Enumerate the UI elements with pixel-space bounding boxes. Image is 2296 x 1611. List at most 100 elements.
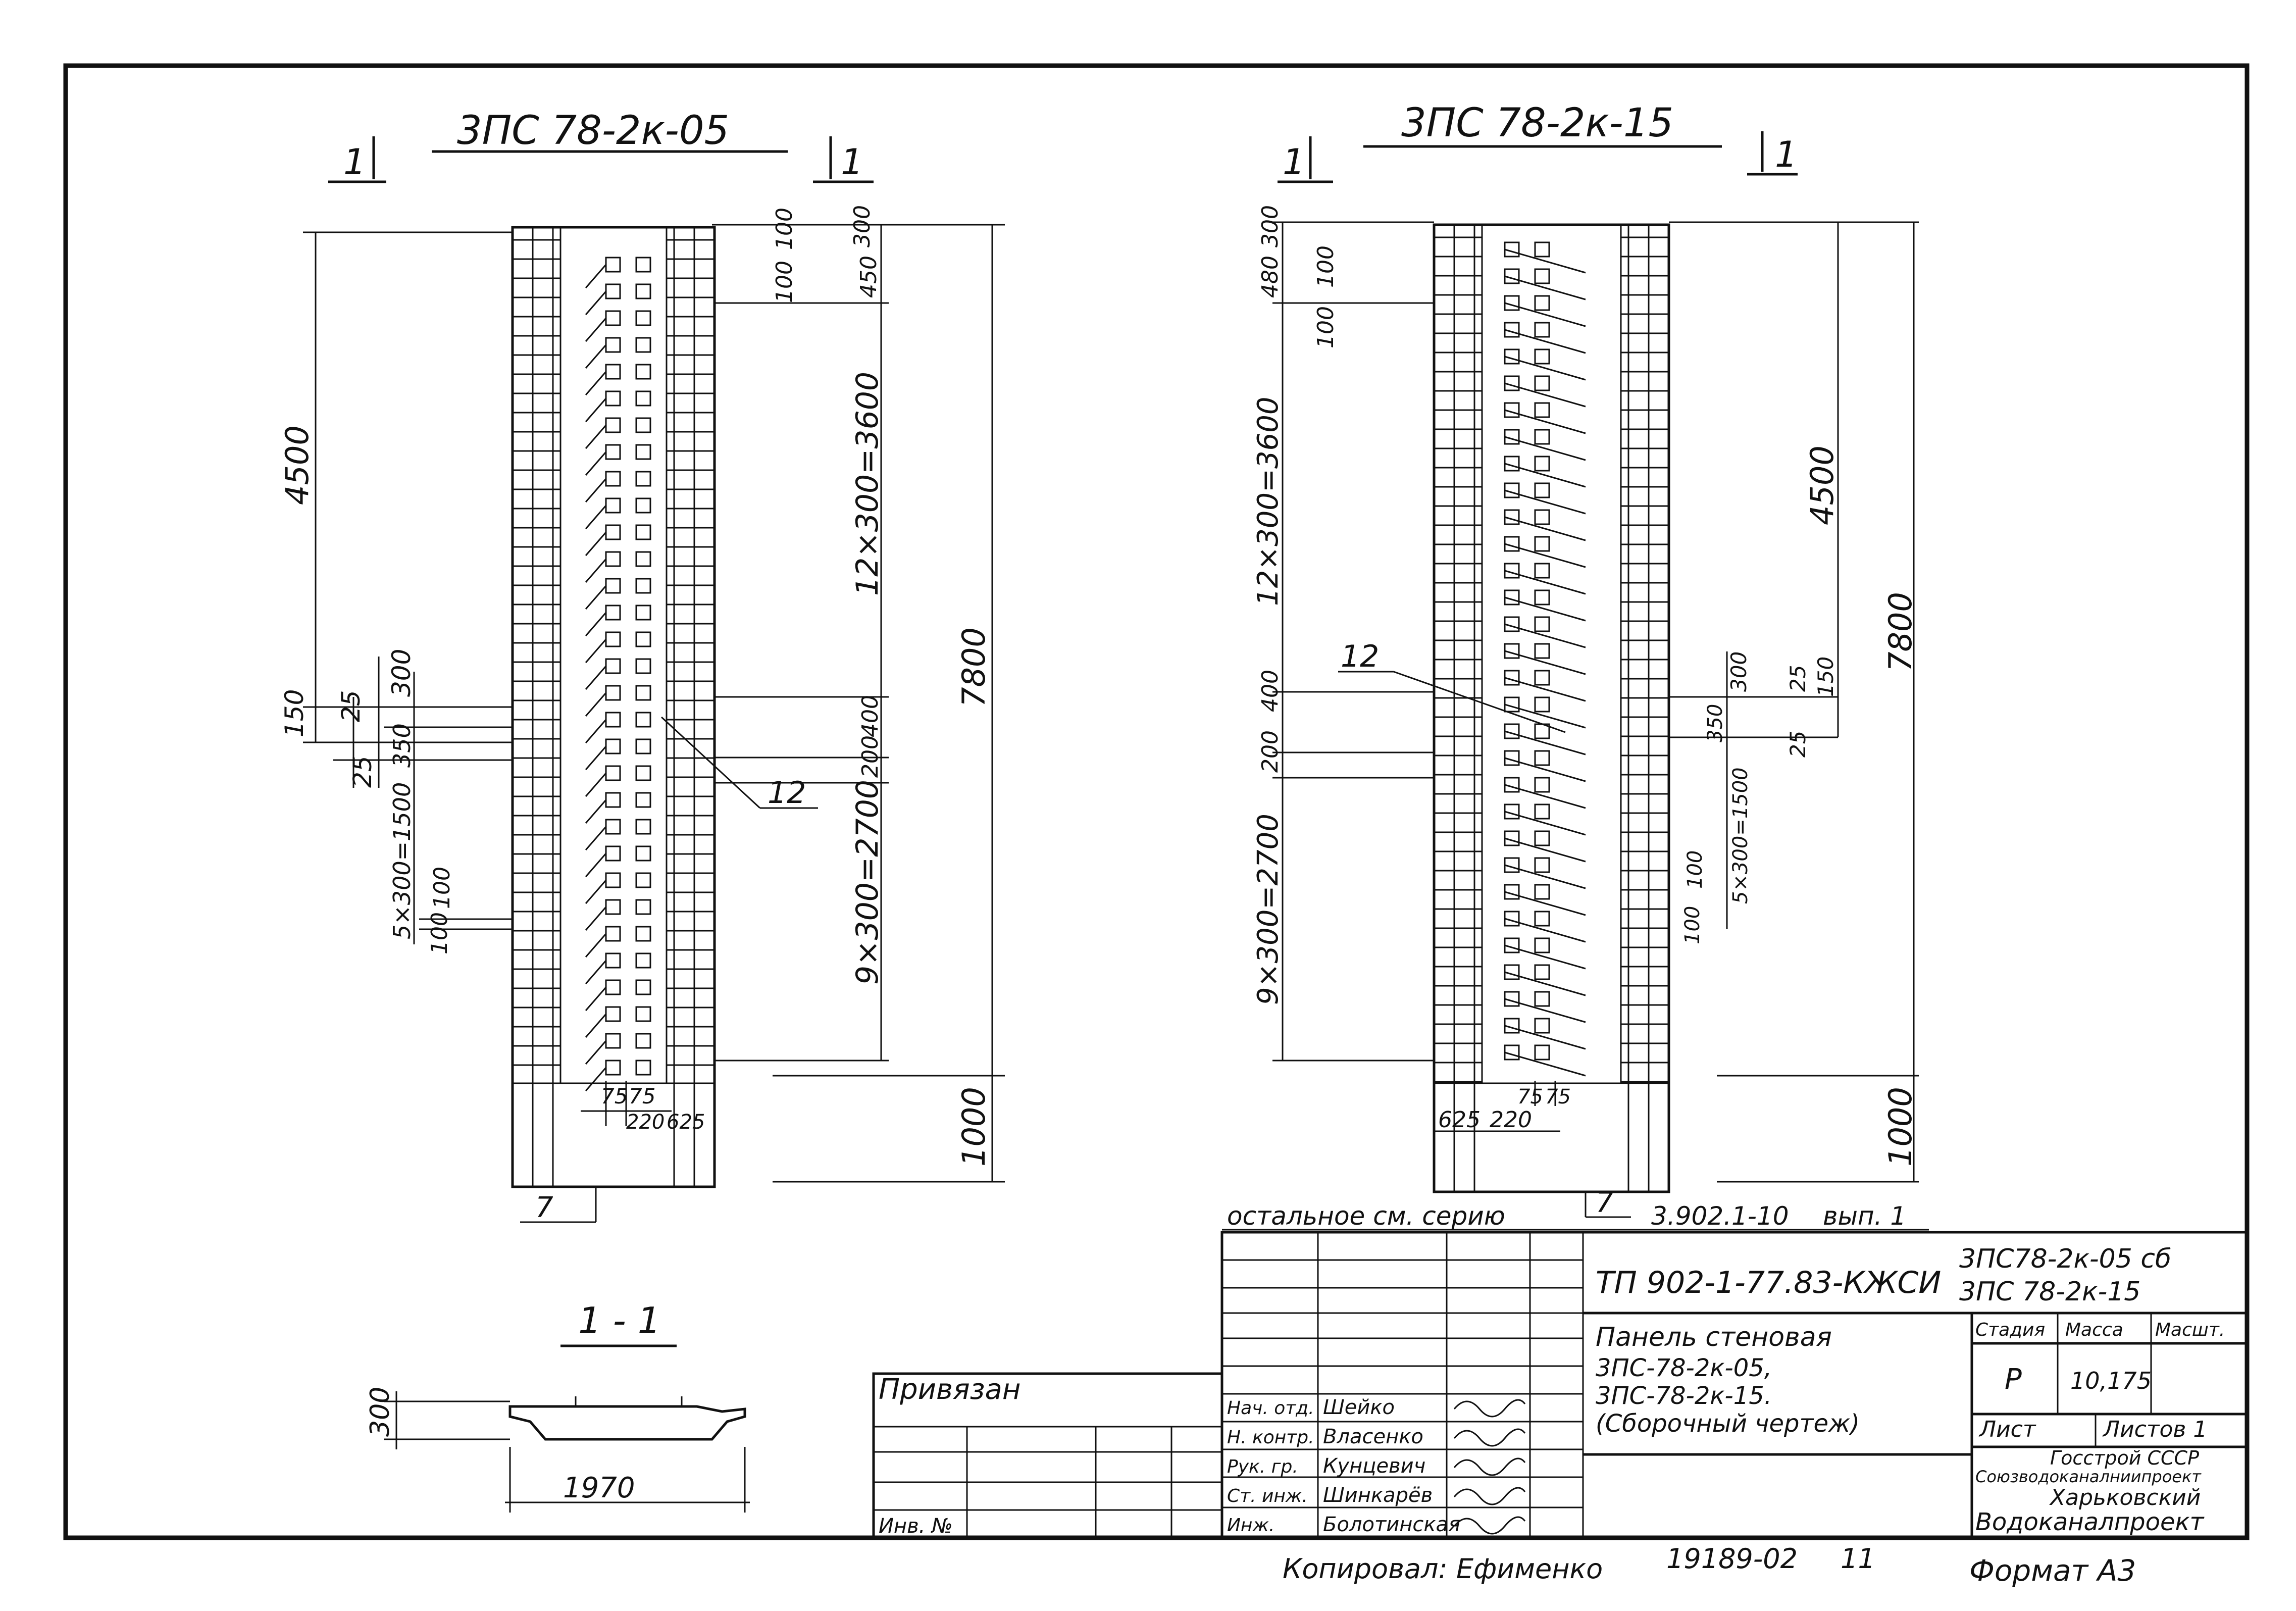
description-4: (Сборочный чертеж) xyxy=(1596,1409,1860,1438)
bar-box xyxy=(605,444,621,460)
bar-box xyxy=(605,819,621,835)
bar-box xyxy=(1534,696,1550,713)
sig-name: Болотинская xyxy=(1323,1513,1460,1536)
bar-link xyxy=(1504,463,1586,488)
right-ldim-200: 200 xyxy=(1257,730,1283,773)
right-ldim-12x300: 12×300=3600 xyxy=(1252,396,1285,606)
bar-box xyxy=(1534,991,1550,1007)
signature-mark xyxy=(1453,1457,1526,1476)
privyazan-label: Привязан xyxy=(879,1373,1021,1406)
left-bdim-625: 625 xyxy=(667,1111,705,1134)
right-bdim-220: 220 xyxy=(1490,1107,1532,1133)
bar-box xyxy=(1534,295,1550,311)
bar-box xyxy=(1504,509,1520,525)
bar-box xyxy=(635,444,651,460)
bar-link xyxy=(1504,944,1586,970)
bar-link xyxy=(1504,516,1586,541)
bar-box xyxy=(635,765,651,781)
bar-box xyxy=(635,899,651,915)
sig-name: Кунцевич xyxy=(1323,1454,1425,1478)
mass-header: Масса xyxy=(2065,1320,2123,1340)
left-bdim-220: 220 xyxy=(626,1111,665,1134)
bar-link xyxy=(585,291,607,315)
bar-box xyxy=(605,605,621,621)
left-rdim-450: 450 xyxy=(856,256,882,298)
bar-box xyxy=(1534,402,1550,418)
bar-link xyxy=(1504,918,1586,943)
right-ldim-300: 300 xyxy=(1257,205,1283,247)
bar-box xyxy=(1534,589,1550,606)
section-1-1: 1 - 1 300 1970 xyxy=(365,1299,750,1513)
left-rdim-9x300: 9×300=2700 xyxy=(850,780,885,985)
sheet-label: Лист xyxy=(1978,1417,2036,1442)
right-rdim-4500: 4500 xyxy=(1804,445,1841,525)
bar-box xyxy=(635,551,651,567)
left-dim-25a: 25 xyxy=(336,690,366,722)
bar-link xyxy=(1504,811,1586,836)
bar-link xyxy=(585,826,607,850)
bar-link xyxy=(1504,570,1586,595)
bar-link xyxy=(1504,757,1586,782)
bar-box xyxy=(1534,616,1550,632)
bar-box xyxy=(605,631,621,647)
bar-box xyxy=(635,685,651,701)
bar-box xyxy=(605,283,621,299)
bar-box xyxy=(605,310,621,326)
bar-box xyxy=(605,845,621,862)
footer: Копировал: Ефименко 19189-02 11 Формат А… xyxy=(1283,1543,2136,1588)
right-bdim-625: 625 xyxy=(1438,1107,1481,1133)
bar-link xyxy=(1504,1025,1586,1050)
bar-box xyxy=(605,497,621,514)
right-bdim-75b: 75 xyxy=(1545,1085,1571,1109)
bar-link xyxy=(1504,650,1586,675)
org-line-1: Госстрой СССР xyxy=(2050,1447,2199,1469)
bar-box xyxy=(635,497,651,514)
bar-link xyxy=(585,451,607,476)
sheets-label: Листов 1 xyxy=(2102,1417,2207,1442)
bar-link xyxy=(585,425,607,449)
bar-link xyxy=(585,639,607,663)
section-title: 1 - 1 xyxy=(578,1299,660,1342)
bar-link xyxy=(585,933,607,958)
bar-box xyxy=(605,712,621,728)
bar-link xyxy=(585,532,607,556)
bar-link xyxy=(1504,382,1586,408)
bar-link xyxy=(585,344,607,369)
bar-box xyxy=(635,979,651,995)
bar-link xyxy=(585,505,607,529)
sheet-no: 11 xyxy=(1841,1543,1875,1575)
left-section-mark-left: 1 xyxy=(343,141,366,183)
bar-link xyxy=(1504,971,1586,996)
bar-link xyxy=(585,853,607,877)
bar-link xyxy=(585,264,607,288)
bar-box xyxy=(1534,911,1550,927)
sig-name: Власенко xyxy=(1323,1425,1423,1448)
left-rdim-12x300: 12×300=3600 xyxy=(850,372,885,596)
bar-box xyxy=(1534,536,1550,552)
mass-value: 10,175 xyxy=(2070,1367,2152,1394)
right-section-mark-right: 1 xyxy=(1775,134,1798,175)
right-ldim-100a: 100 xyxy=(1313,245,1339,288)
bar-box xyxy=(1534,803,1550,820)
org-line-2: Союзводоканалниипроект xyxy=(1975,1467,2202,1486)
bar-box xyxy=(605,337,621,353)
left-dim-5x300: 5×300=1500 xyxy=(388,782,416,939)
left-section-mark-right: 1 xyxy=(841,141,863,183)
bar-box xyxy=(635,578,651,594)
bar-box xyxy=(635,792,651,808)
left-dim-350: 350 xyxy=(388,723,416,768)
bar-link xyxy=(585,773,607,797)
right-rdim-300: 300 xyxy=(1726,651,1751,692)
series-note: остальное см. серию 3.902.1-10 вып. 1 xyxy=(1222,1201,1929,1231)
right-panel-bars xyxy=(1504,241,1586,1077)
left-rdim-300: 300 xyxy=(849,205,875,247)
signature-mark xyxy=(1453,1399,1526,1418)
bar-box xyxy=(605,551,621,567)
inv-no-label: Инв. № xyxy=(879,1515,953,1538)
right-rdim-350: 350 xyxy=(1704,704,1727,742)
bar-link xyxy=(1504,677,1586,702)
bar-box xyxy=(605,926,621,942)
bar-box xyxy=(1534,456,1550,472)
bar-link xyxy=(1504,356,1586,381)
signature-mark xyxy=(1453,1516,1526,1535)
